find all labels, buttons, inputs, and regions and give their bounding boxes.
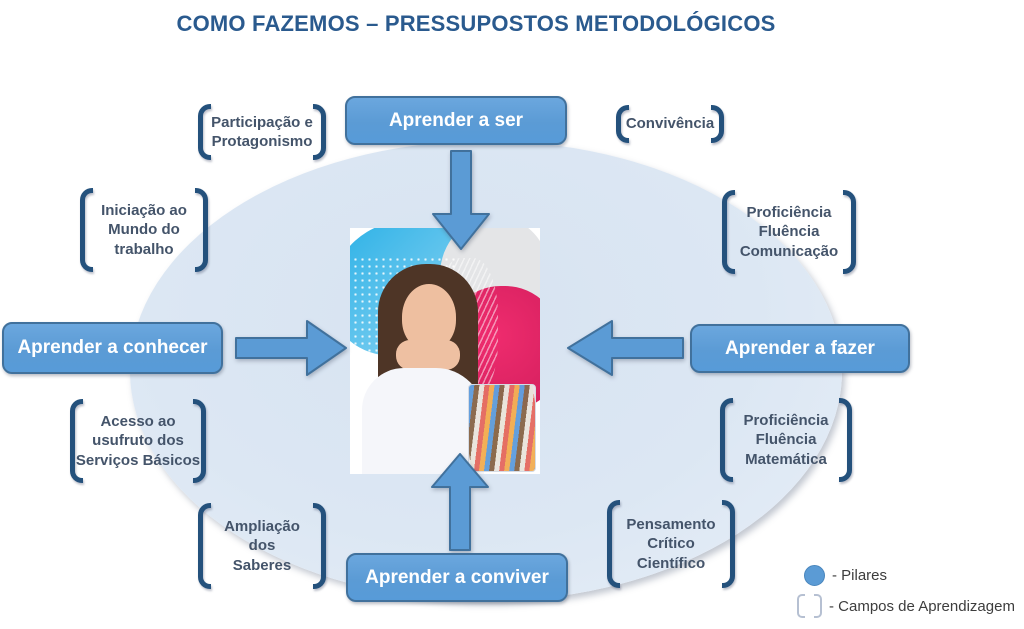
bracket-right-icon <box>843 190 856 274</box>
campo-label: Convivência <box>625 115 715 133</box>
pillar-aprender-a-conhecer: Aprender a conhecer <box>2 322 223 374</box>
girl-hands <box>396 340 460 370</box>
student-photo <box>350 228 540 474</box>
campo-label: Iniciação ao Mundo do trabalho <box>101 202 187 258</box>
pillar-aprender-a-ser: Aprender a ser <box>345 96 567 145</box>
campo-label: Proficiência Fluência Comunicação <box>739 204 839 260</box>
legend-campos: - Campos de Aprendizagem <box>797 594 1015 618</box>
bracket-right-icon <box>313 104 326 160</box>
arrow-right-icon <box>235 320 347 376</box>
bracket-left-icon <box>607 500 620 588</box>
arrow-down-icon <box>432 150 490 250</box>
legend-pilares-label: - Pilares <box>832 567 888 584</box>
arrow-up-icon <box>431 453 489 551</box>
campo-label: Proficiência Fluência Matemática <box>743 412 829 468</box>
pillar-aprender-a-fazer: Aprender a fazer <box>690 324 910 373</box>
campo-acesso-servicos-basicos: Acesso ao usufruto dos Serviços Básicos <box>70 399 206 483</box>
pencil-cup <box>468 384 536 472</box>
campo-pensamento-critico-cientifico: Pensamento Crítico Científico <box>607 500 735 588</box>
campo-label: Ampliação dos Saberes <box>224 518 300 574</box>
campo-label: Acesso ao usufruto dos Serviços Básicos <box>75 413 201 469</box>
campo-proficiencia-fluencia-matematica: Proficiência Fluência Matemática <box>720 398 852 482</box>
bracket-right-icon <box>839 398 852 482</box>
campo-iniciacao-mundo-trabalho: Iniciação ao Mundo do trabalho <box>80 188 208 272</box>
bracket-right-icon <box>722 500 735 588</box>
arrow-left-icon <box>567 320 684 376</box>
campo-label: Pensamento Crítico Científico <box>626 516 716 572</box>
bracket-left-icon <box>720 398 733 482</box>
campo-participacao-protagonismo: Participação e Protagonismo <box>198 104 326 160</box>
campo-ampliacao-saberes: Ampliação dos Saberes <box>198 503 326 589</box>
bracket-right-icon <box>195 188 208 272</box>
bracket-right-icon <box>711 105 724 143</box>
campo-convivencia: Convivência <box>616 105 724 143</box>
girl-shirt <box>362 368 484 474</box>
bracket-left-icon <box>80 188 93 272</box>
pillar-circle-icon <box>804 565 825 586</box>
bracket-left-icon <box>722 190 735 274</box>
bracket-left-icon <box>70 399 83 483</box>
girl-face <box>402 284 456 350</box>
bracket-left-icon <box>616 105 629 143</box>
brackets-icon <box>797 594 822 618</box>
campo-proficiencia-fluencia-comunicacao: Proficiência Fluência Comunicação <box>722 190 856 274</box>
bracket-left-icon <box>198 104 211 160</box>
legend-campos-label: - Campos de Aprendizagem <box>829 597 1015 615</box>
pillar-aprender-a-conviver: Aprender a conviver <box>346 553 568 602</box>
campo-label: Participação e Protagonismo <box>211 113 313 150</box>
page-title: COMO FAZEMOS – PRESSUPOSTOS METODOLÓGICO… <box>176 11 776 36</box>
legend-pilares: - Pilares <box>804 565 887 586</box>
bracket-right-icon <box>313 503 326 589</box>
bracket-right-icon <box>193 399 206 483</box>
bracket-left-icon <box>198 503 211 589</box>
